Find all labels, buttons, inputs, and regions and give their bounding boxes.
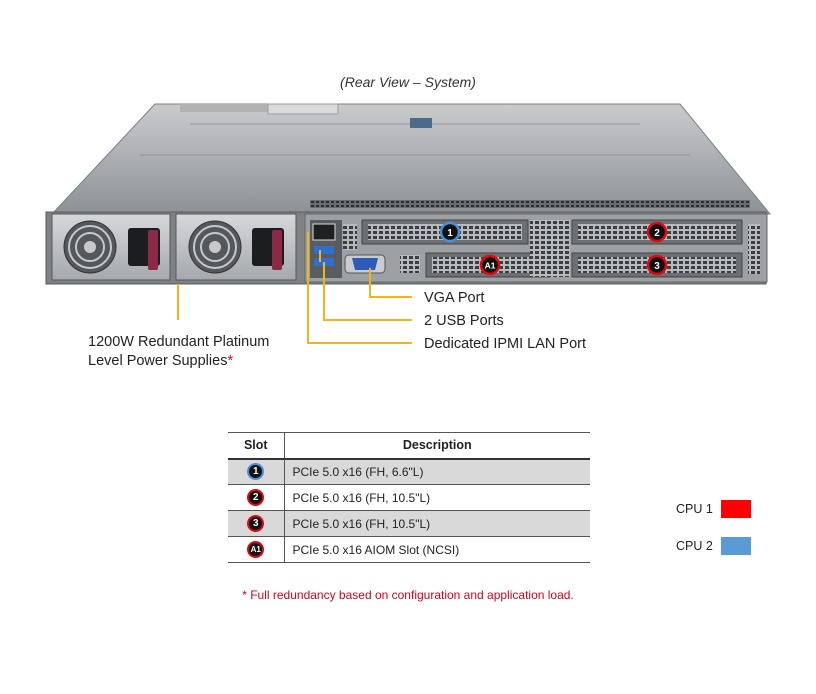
slot-description: PCIe 5.0 x16 (FH, 10.5"L) (283, 484, 590, 511)
legend-cpu1-label: CPU 1 (676, 502, 713, 516)
power-supply-label: 1200W Redundant Platinum Level Power Sup… (88, 333, 269, 371)
vga-port-label: VGA Port (424, 290, 485, 306)
table-row: 3 PCIe 5.0 x16 (FH, 10.5"L) (228, 510, 590, 537)
ipmi-lan-port-label: Dedicated IPMI LAN Port (424, 336, 586, 352)
slot-description: PCIe 5.0 x16 (FH, 6.6"L) (283, 458, 590, 485)
slot-badge: 3 (247, 515, 265, 532)
chassis-top (50, 103, 772, 215)
table-row: 2 PCIe 5.0 x16 (FH, 10.5"L) (228, 484, 590, 511)
power-supply-2 (175, 213, 297, 281)
io-panel (310, 220, 386, 278)
usb-leader (323, 262, 412, 321)
server-badge-slot-a1: A1 (479, 254, 501, 276)
table-row: A1 PCIe 5.0 x16 AIOM Slot (NCSI) (228, 536, 590, 563)
power-supply-1 (51, 213, 171, 281)
usb-ports-label: 2 USB Ports (424, 313, 504, 329)
server-badge-slot-1: 1 (439, 221, 461, 243)
svg-text:3: 3 (654, 261, 660, 272)
figure-caption: (Rear View – System) (340, 74, 476, 90)
legend-cpu2: CPU 2 (676, 537, 751, 555)
server-badge-slot-2: 2 (646, 221, 668, 243)
ipmi-leader (307, 232, 412, 344)
ipmi-lan-port (312, 223, 336, 241)
legend-cpu2-swatch (720, 537, 751, 555)
svg-text:A1: A1 (485, 261, 496, 271)
svg-text:1: 1 (447, 228, 453, 239)
legend-cpu2-label: CPU 2 (676, 539, 713, 553)
slot-badge: A1 (247, 541, 265, 558)
slot-description: PCIe 5.0 x16 AIOM Slot (NCSI) (283, 536, 590, 563)
slot-badge: 1 (247, 463, 265, 481)
legend-cpu1-swatch (720, 500, 751, 518)
footnote: * Full redundancy based on configuration… (242, 588, 574, 602)
vga-port (352, 258, 378, 270)
server-badge-slot-3: 3 (646, 254, 668, 276)
slot-table: Slot Description 1 PCIe 5.0 x16 (FH, 6.6… (228, 432, 590, 563)
slot-description: PCIe 5.0 x16 (FH, 10.5"L) (283, 510, 590, 537)
footnote-marker: * (227, 353, 234, 369)
table-row: 1 PCIe 5.0 x16 (FH, 6.6"L) (228, 458, 590, 485)
power-supply-label-line1: 1200W Redundant Platinum (88, 334, 270, 350)
usb-port-1 (314, 246, 334, 254)
legend-cpu1: CPU 1 (676, 500, 751, 518)
vga-leader (369, 268, 412, 298)
power-supply-label-line2: Level Power Supplies (88, 353, 228, 369)
server-rear-view: 1 2 3 A1 (45, 103, 772, 344)
slot-column-header: Slot (228, 432, 285, 460)
slot-badge: 2 (247, 489, 265, 506)
description-column-header: Description (283, 432, 590, 460)
svg-text:2: 2 (654, 228, 660, 239)
callout-leaders (177, 232, 412, 344)
